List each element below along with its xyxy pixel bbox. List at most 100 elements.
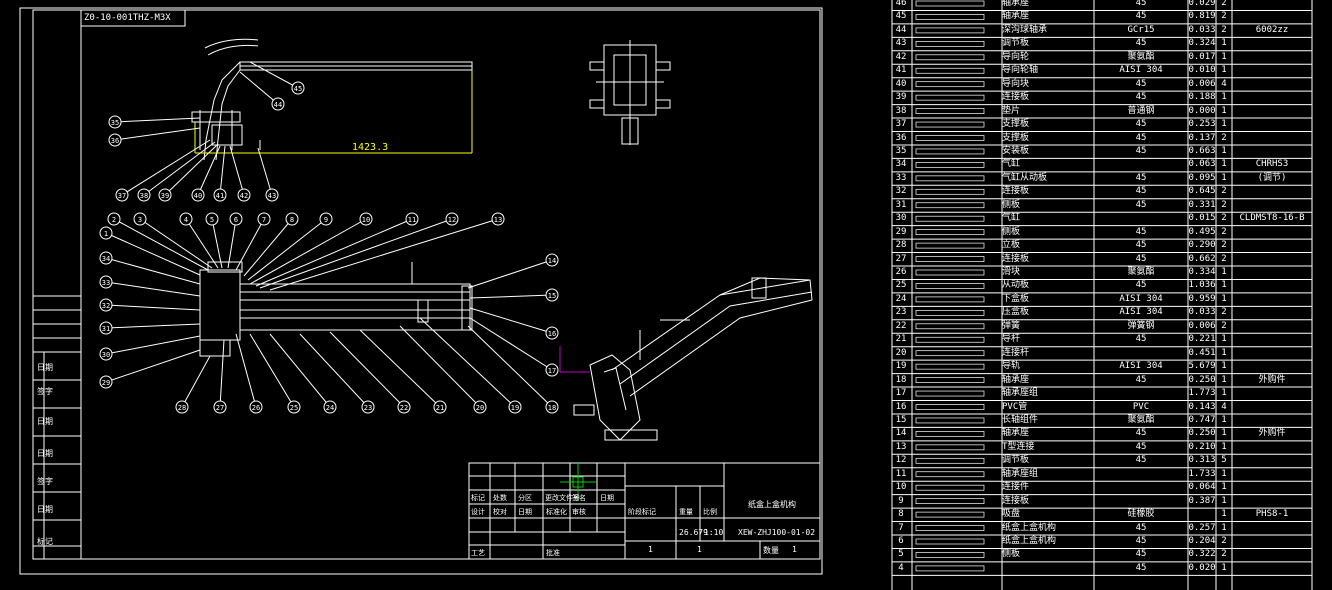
bom-no: 25 [895,280,907,291]
bom-qty: 2 [1221,549,1227,560]
bom-material: 硅橡胶 [1127,509,1155,520]
leader-line [143,141,216,196]
bom-material: 45 [1135,119,1147,130]
bom-note [1232,333,1312,346]
bom-weight: 0.250 [1188,374,1216,385]
balloon-31: 31 [102,325,110,333]
balloon-42: 42 [240,192,248,200]
sidebar-label: 签字 [37,387,53,396]
balloon-circle [545,400,559,414]
balloon-circle [99,275,113,289]
code-placeholder [915,377,985,383]
code-placeholder [915,0,985,7]
bom-note [1232,105,1312,118]
bom-name: 气缸 [1002,213,1021,224]
code-placeholder [915,229,985,235]
balloon-circle [99,251,113,265]
balloon-13: 13 [494,216,502,224]
drawing-number: XEW-ZHJ100-01-02 [738,528,816,537]
leader-line [239,71,279,105]
code-placeholder [915,310,985,316]
bom-material: 45 [1135,441,1147,452]
cursor-crosshair [560,462,596,500]
sidebar-label: 日期 [37,363,53,372]
bom-name [1002,562,1094,575]
leader-line [181,355,211,408]
bom-weight: 0.747 [1188,414,1216,425]
bom-name: 侧板 [1002,199,1021,210]
balloon-circle [508,400,522,414]
bom-weight: 0.017 [1188,51,1216,62]
bom-qty: 1 [1221,65,1227,76]
code-placeholder [915,336,985,343]
bom-name: 滑块 [1002,267,1021,277]
balloon-41: 41 [216,192,224,200]
bom-name: 轴承座 [1002,0,1030,8]
bom-qty: 5 [1221,455,1227,466]
code-placeholder [915,269,985,276]
bom-qty: 2 [1221,24,1227,35]
bom-note [1232,226,1312,239]
bom-weight: 0.006 [1188,78,1216,89]
balloon-38: 38 [140,192,148,200]
code-placeholder [915,215,985,222]
leader-line [211,218,223,269]
top-view [191,38,473,161]
balloon-28: 28 [178,404,186,412]
bom-qty: 4 [1221,78,1227,89]
bom-qty: 2 [1221,253,1227,264]
sidebar-label: 日期 [37,449,53,458]
sheet-b: 1 [697,545,702,554]
bom-material: 45 [1135,280,1147,291]
code-placeholder [915,188,985,195]
title-label: 重量 [679,508,693,516]
bom-material: 45 [1135,455,1147,466]
balloon-circle [108,115,122,129]
code-placeholder [915,175,985,182]
code-placeholder [915,67,985,74]
bom-qty: 2 [1221,226,1227,237]
balloon-1: 1 [104,230,108,238]
bom-name: 安装板 [1002,145,1030,156]
bom-weight: 0.322 [1188,549,1216,560]
title-label: 日期 [518,508,532,516]
balloon-8: 8 [290,216,294,224]
balloon-5: 5 [210,216,214,224]
bom-no: 27 [895,253,907,264]
bom-qty: 1 [1221,388,1227,399]
leader-line [114,117,201,123]
bom-note [1232,78,1312,91]
balloon-circle [319,212,333,226]
code-placeholder [915,40,985,47]
bom-no: 41 [895,65,907,76]
bom-note [1232,0,1312,10]
balloon-circle [99,347,113,361]
leader-line [219,145,226,196]
balloon-circle [361,400,375,414]
bom-note: 外购件 [1258,428,1286,439]
balloon-40: 40 [194,192,202,200]
balloon-45: 45 [294,85,302,93]
bom-material: 45 [1135,132,1147,143]
bom-material: 45 [1135,334,1147,345]
bom-material [1094,347,1188,360]
bom-note [1232,266,1312,279]
bom-note [1232,239,1312,252]
bom-note [1232,522,1312,535]
bom-name: 连接板 [1002,92,1030,103]
leader-line [114,127,201,141]
bom-note [1232,548,1312,561]
bom-name: 连接板 [1002,186,1030,197]
balloon-3: 3 [138,216,142,224]
balloon-23: 23 [364,404,372,412]
bom-qty: 2 [1221,240,1227,251]
leader-line [249,333,295,408]
